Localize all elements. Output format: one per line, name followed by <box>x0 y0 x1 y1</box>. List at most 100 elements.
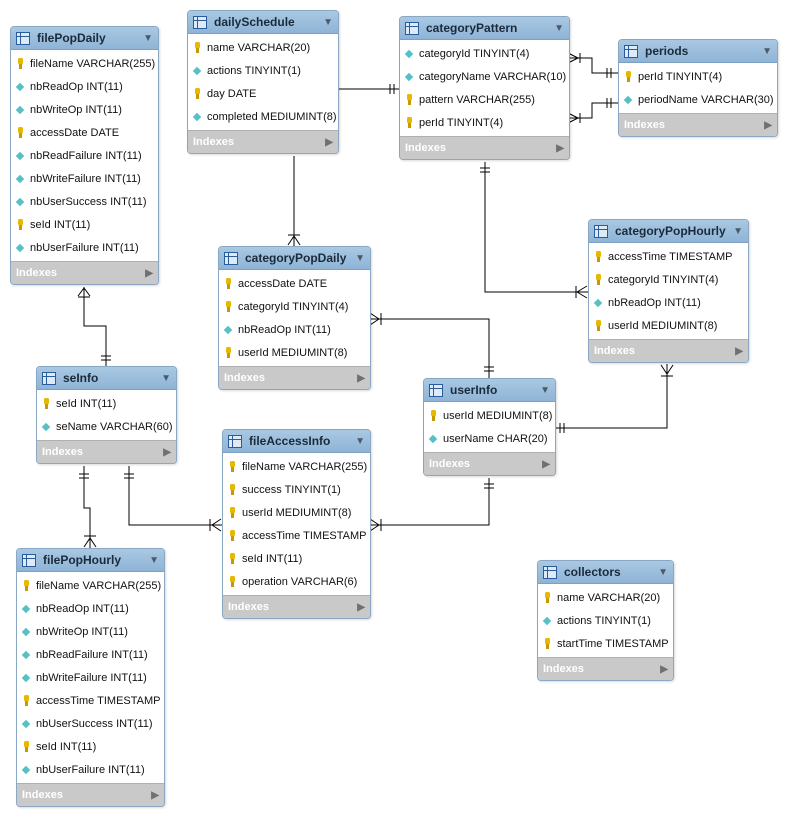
column-row[interactable]: success TINYINT(1) <box>223 478 370 501</box>
indexes-section[interactable]: Indexes▶ <box>188 130 338 153</box>
table-header[interactable]: filePopHourly▼ <box>17 549 164 572</box>
column-row[interactable]: nbWriteFailure INT(11) <box>11 167 158 190</box>
table-header[interactable]: seInfo▼ <box>37 367 176 390</box>
column-row[interactable]: nbWriteFailure INT(11) <box>17 666 164 689</box>
column-row[interactable]: nbUserSuccess INT(11) <box>11 190 158 213</box>
column-row[interactable]: nbWriteOp INT(11) <box>11 98 158 121</box>
column-row[interactable]: categoryId TINYINT(4) <box>400 42 569 65</box>
table-filePopHourly[interactable]: filePopHourly▼fileName VARCHAR(255) nbRea… <box>16 548 165 807</box>
column-row[interactable]: seId INT(11) <box>11 213 158 236</box>
column-row[interactable]: accessTime TIMESTAMP <box>223 524 370 547</box>
column-row[interactable]: name VARCHAR(20) <box>538 586 673 609</box>
column-row[interactable]: nbUserFailure INT(11) <box>11 236 158 259</box>
column-row[interactable]: startTime TIMESTAMP <box>538 632 673 655</box>
column-row[interactable]: seId INT(11) <box>37 392 176 415</box>
column-row[interactable]: seId INT(11) <box>223 547 370 570</box>
table-header[interactable]: categoryPopDaily▼ <box>219 247 370 270</box>
column-row[interactable]: accessTime TIMESTAMP <box>17 689 164 712</box>
indexes-section[interactable]: Indexes▶ <box>400 136 569 159</box>
column-row[interactable]: userId MEDIUMINT(8) <box>223 501 370 524</box>
expand-arrow-icon[interactable]: ▶ <box>151 789 159 801</box>
indexes-section[interactable]: Indexes▶ <box>17 783 164 806</box>
column-row[interactable]: pattern VARCHAR(255) <box>400 88 569 111</box>
collapse-arrow-icon[interactable]: ▼ <box>355 435 365 447</box>
column-row[interactable]: operation VARCHAR(6) <box>223 570 370 593</box>
expand-arrow-icon[interactable]: ▶ <box>163 446 171 458</box>
table-header[interactable]: fileAccessInfo▼ <box>223 430 370 453</box>
indexes-section[interactable]: Indexes▶ <box>589 339 748 362</box>
table-header[interactable]: userInfo▼ <box>424 379 555 402</box>
column-row[interactable]: fileName VARCHAR(255) <box>11 52 158 75</box>
column-row[interactable]: accessTime TIMESTAMP <box>589 245 748 268</box>
expand-arrow-icon[interactable]: ▶ <box>357 601 365 613</box>
column-row[interactable]: actions TINYINT(1) <box>538 609 673 632</box>
column-row[interactable]: categoryId TINYINT(4) <box>589 268 748 291</box>
column-row[interactable]: userId MEDIUMINT(8) <box>424 404 555 427</box>
expand-arrow-icon[interactable]: ▶ <box>764 119 772 131</box>
indexes-section[interactable]: Indexes▶ <box>11 261 158 284</box>
table-seInfo[interactable]: seInfo▼seId INT(11)seName VARCHAR(60)Ind… <box>36 366 177 464</box>
collapse-arrow-icon[interactable]: ▼ <box>762 45 772 57</box>
table-fileAccessInfo[interactable]: fileAccessInfo▼fileName VARCHAR(255)succ… <box>222 429 371 619</box>
table-header[interactable]: categoryPattern▼ <box>400 17 569 40</box>
column-row[interactable]: accessDate DATE <box>11 121 158 144</box>
indexes-section[interactable]: Indexes▶ <box>619 113 777 136</box>
column-row[interactable]: nbReadOp INT(11) <box>589 291 748 314</box>
expand-arrow-icon[interactable]: ▶ <box>542 458 550 470</box>
column-row[interactable]: userId MEDIUMINT(8) <box>219 341 370 364</box>
expand-arrow-icon[interactable]: ▶ <box>357 372 365 384</box>
column-row[interactable]: nbUserSuccess INT(11) <box>17 712 164 735</box>
collapse-arrow-icon[interactable]: ▼ <box>323 16 333 28</box>
column-row[interactable]: seName VARCHAR(60) <box>37 415 176 438</box>
indexes-section[interactable]: Indexes▶ <box>37 440 176 463</box>
expand-arrow-icon[interactable]: ▶ <box>556 142 564 154</box>
collapse-arrow-icon[interactable]: ▼ <box>540 384 550 396</box>
column-row[interactable]: categoryName VARCHAR(10) <box>400 65 569 88</box>
table-header[interactable]: filePopDaily▼ <box>11 27 158 50</box>
column-row[interactable]: name VARCHAR(20) <box>188 36 338 59</box>
table-header[interactable]: categoryPopHourly▼ <box>589 220 748 243</box>
table-dailySchedule[interactable]: dailySchedule▼name VARCHAR(20)actions TI… <box>187 10 339 154</box>
column-row[interactable]: perId TINYINT(4) <box>400 111 569 134</box>
collapse-arrow-icon[interactable]: ▼ <box>733 225 743 237</box>
column-row[interactable]: seId INT(11) <box>17 735 164 758</box>
column-row[interactable]: fileName VARCHAR(255) <box>223 455 370 478</box>
collapse-arrow-icon[interactable]: ▼ <box>355 252 365 264</box>
column-row[interactable]: nbReadFailure INT(11) <box>17 643 164 666</box>
column-row[interactable]: accessDate DATE <box>219 272 370 295</box>
table-header[interactable]: dailySchedule▼ <box>188 11 338 34</box>
indexes-section[interactable]: Indexes▶ <box>538 657 673 680</box>
column-row[interactable]: fileName VARCHAR(255) <box>17 574 164 597</box>
table-collectors[interactable]: collectors▼name VARCHAR(20)actions TINYI… <box>537 560 674 681</box>
column-row[interactable]: actions TINYINT(1) <box>188 59 338 82</box>
expand-arrow-icon[interactable]: ▶ <box>735 345 743 357</box>
column-row[interactable]: day DATE <box>188 82 338 105</box>
column-row[interactable]: nbUserFailure INT(11) <box>17 758 164 781</box>
expand-arrow-icon[interactable]: ▶ <box>145 267 153 279</box>
table-header[interactable]: periods▼ <box>619 40 777 63</box>
column-row[interactable]: completed MEDIUMINT(8) <box>188 105 338 128</box>
column-row[interactable]: nbReadOp INT(11) <box>11 75 158 98</box>
indexes-section[interactable]: Indexes▶ <box>424 452 555 475</box>
column-row[interactable]: nbWriteOp INT(11) <box>17 620 164 643</box>
table-userInfo[interactable]: userInfo▼userId MEDIUMINT(8)userName CHA… <box>423 378 556 476</box>
collapse-arrow-icon[interactable]: ▼ <box>554 22 564 34</box>
collapse-arrow-icon[interactable]: ▼ <box>143 32 153 44</box>
column-row[interactable]: categoryId TINYINT(4) <box>219 295 370 318</box>
column-row[interactable]: perId TINYINT(4) <box>619 65 777 88</box>
column-row[interactable]: nbReadOp INT(11) <box>219 318 370 341</box>
table-categoryPattern[interactable]: categoryPattern▼categoryId TINYINT(4)cat… <box>399 16 570 160</box>
collapse-arrow-icon[interactable]: ▼ <box>658 566 668 578</box>
column-row[interactable]: userName CHAR(20) <box>424 427 555 450</box>
table-filePopDaily[interactable]: filePopDaily▼fileName VARCHAR(255)nbRead… <box>10 26 159 285</box>
expand-arrow-icon[interactable]: ▶ <box>325 136 333 148</box>
column-row[interactable]: periodName VARCHAR(30) <box>619 88 777 111</box>
collapse-arrow-icon[interactable]: ▼ <box>161 372 171 384</box>
column-row[interactable]: userId MEDIUMINT(8) <box>589 314 748 337</box>
table-header[interactable]: collectors▼ <box>538 561 673 584</box>
indexes-section[interactable]: Indexes▶ <box>223 595 370 618</box>
expand-arrow-icon[interactable]: ▶ <box>660 663 668 675</box>
table-periods[interactable]: periods▼perId TINYINT(4)periodName VARCH… <box>618 39 778 137</box>
